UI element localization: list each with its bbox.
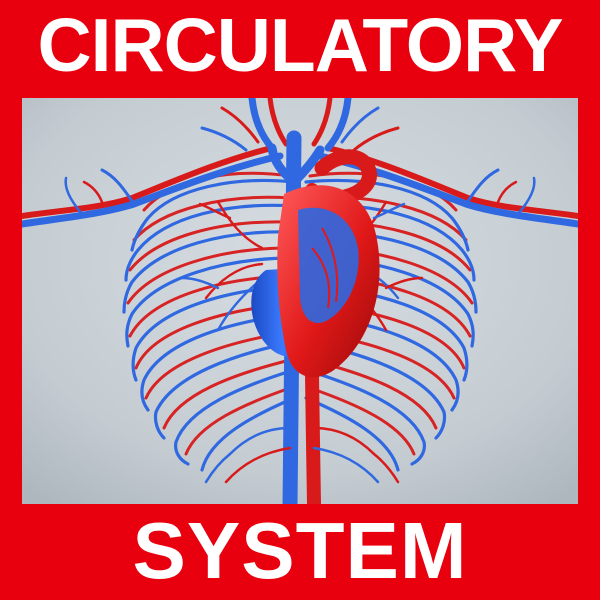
title-top: CIRCULATORY [37,3,563,87]
circulatory-illustration [22,98,578,504]
neck-vessels [200,98,400,152]
heart-shape [251,185,380,378]
title-bottom: SYSTEM [132,506,468,595]
abdominal-vessels [204,426,400,484]
